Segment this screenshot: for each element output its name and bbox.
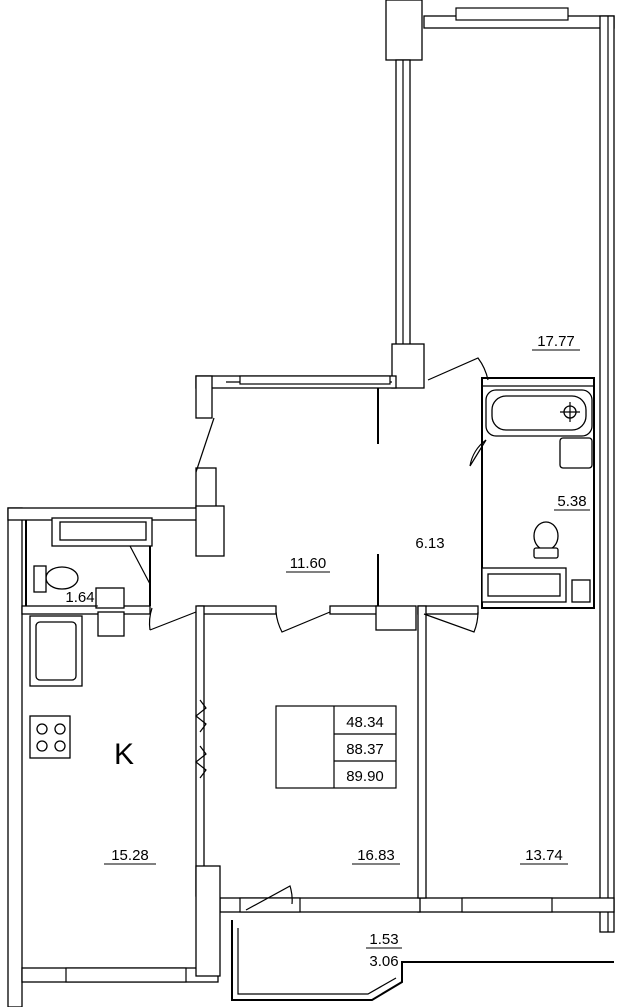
area-label-wc: 1.64 (65, 589, 94, 606)
total-living-area: 48.34 (346, 714, 384, 731)
toilet-bathroom (533, 521, 559, 551)
toilet-wc (45, 566, 79, 590)
interior-walls (21, 377, 614, 1001)
area-label-living: 11.60 (290, 555, 326, 572)
kitchen-letter: K (114, 738, 134, 771)
window-living (239, 375, 391, 385)
area-totals-table: 48.34 88.37 89.90 (275, 705, 397, 789)
area-label-bedroom-right: 13.74 (525, 847, 563, 864)
area-label-bedroom-top: 17.77 (537, 333, 575, 350)
sink-wc (95, 587, 125, 609)
sink-hall (97, 611, 125, 637)
stove (29, 715, 71, 759)
area-label-balcony-top: 1.53 (369, 931, 398, 948)
sink-bathroom (559, 437, 593, 469)
window-bedroom-top (455, 7, 569, 21)
fixtures (29, 389, 593, 779)
area-label-bathroom: 5.38 (557, 493, 586, 510)
area-label-bedroom-mid: 16.83 (357, 847, 395, 864)
window-balcony (239, 897, 301, 913)
total-area-with-balcony: 89.90 (346, 768, 384, 785)
windows (65, 7, 569, 983)
area-label-kitchen: 15.28 (111, 847, 149, 864)
area-label-hall: 6.13 (415, 535, 444, 552)
total-area: 88.37 (346, 741, 384, 758)
area-label-balcony-bottom: 3.06 (369, 953, 398, 970)
window-bedroom-right (461, 897, 553, 913)
room-labels: 17.77 5.38 11.60 6.13 1.64 K 15.28 16.83… (62, 333, 590, 970)
window-kitchen (65, 967, 187, 983)
doors (129, 357, 489, 911)
outer-walls (7, 0, 615, 1007)
